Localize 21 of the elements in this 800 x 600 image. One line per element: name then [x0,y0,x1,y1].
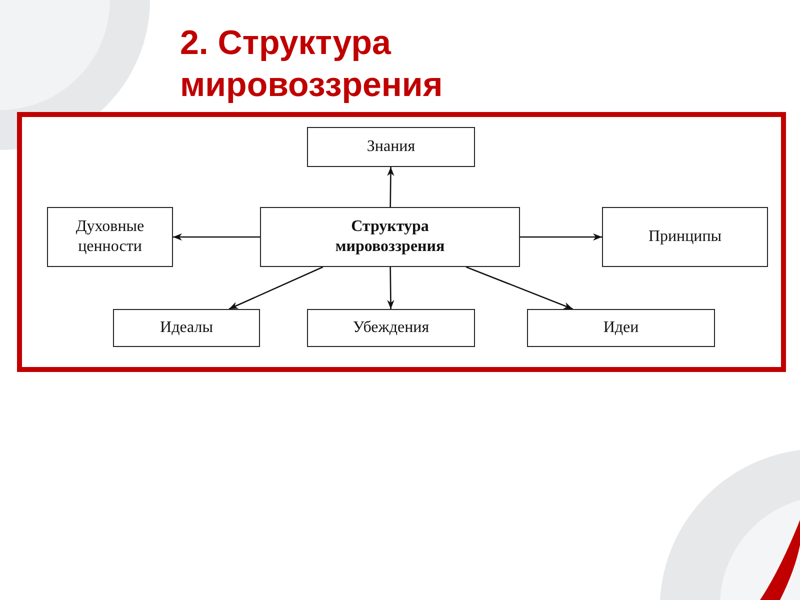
node-label: Убеждения [352,318,430,338]
arrow [387,167,394,207]
arrow [466,266,573,310]
node-label: Идеи [603,318,639,338]
concept-box [113,309,260,347]
central-concept-box [260,207,520,267]
node-label: Принципы [648,227,722,247]
node-label: Структура мировоззрения [334,217,446,257]
concept-box [602,207,768,267]
arrow [173,233,260,241]
node-label: Идеалы [160,318,213,338]
arrow [387,267,394,309]
node-label: Знания [366,137,416,157]
concept-box [307,309,475,347]
concept-box [307,127,475,167]
concept-box [47,207,173,267]
concept-box [527,309,715,347]
arrow [228,266,324,310]
arrow [520,233,602,241]
slide-title: 2. Структура мировоззрения [180,23,444,106]
node-label: Духовные ценности [74,217,146,257]
